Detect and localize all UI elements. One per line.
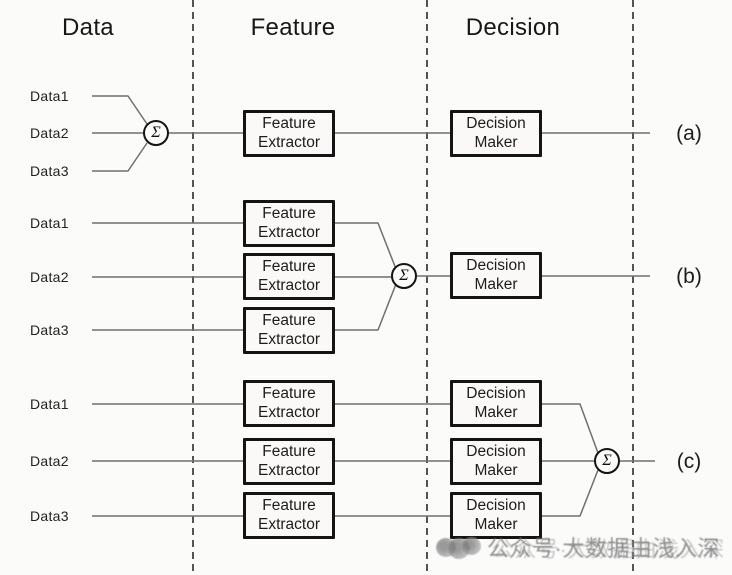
input-label-data1: Data1 <box>30 88 69 104</box>
box-label: Decision <box>466 114 526 132</box>
row-c-connectors <box>92 403 655 517</box>
sigma-symbol: Σ <box>602 452 612 469</box>
row-tag-a: (a) <box>676 122 702 145</box>
box-label: Extractor <box>257 461 320 479</box>
box-label: Maker <box>474 133 518 151</box>
input-label-data1: Data1 <box>30 215 69 231</box>
input-label-data2: Data2 <box>30 125 69 141</box>
row-tag-c: (c) <box>676 450 702 473</box>
feature-extractor-box: Feature Extractor <box>243 110 335 157</box>
box-label: Feature <box>262 257 316 275</box>
row-tag-b: (b) <box>676 265 702 288</box>
input-label-data3: Data3 <box>30 322 69 338</box>
box-label: Extractor <box>257 133 320 151</box>
box-label: Extractor <box>257 515 320 533</box>
decision-maker-box: Decision Maker <box>450 492 542 539</box>
box-label: Decision <box>466 442 526 460</box>
box-label: Feature <box>262 114 316 132</box>
feature-extractor-box: Feature Extractor <box>243 492 335 539</box>
box-label: Decision <box>466 384 526 402</box>
box-label: Maker <box>474 275 518 293</box>
box-label: Decision <box>466 256 526 274</box>
decision-maker-box: Decision Maker <box>450 380 542 427</box>
box-label: Extractor <box>257 403 320 421</box>
row-a-connectors <box>92 95 650 172</box>
column-header-decision: Decision <box>465 14 561 41</box>
row-b-connectors <box>92 222 650 331</box>
box-label: Feature <box>262 311 316 329</box>
decision-maker-box: Decision Maker <box>450 110 542 157</box>
input-label-data1: Data1 <box>30 396 69 412</box>
sigma-symbol: Σ <box>399 267 409 284</box>
box-label: Extractor <box>257 330 320 348</box>
sigma-fusion-node: Σ <box>391 263 417 289</box>
box-label: Feature <box>262 384 316 402</box>
feature-extractor-box: Feature Extractor <box>243 380 335 427</box>
decision-maker-box: Decision Maker <box>450 438 542 485</box>
box-label: Feature <box>262 496 316 514</box>
column-header-data: Data <box>62 14 114 41</box>
sigma-fusion-node: Σ <box>143 120 169 146</box>
box-label: Maker <box>474 403 518 421</box>
input-label-data2: Data2 <box>30 453 69 469</box>
input-label-data3: Data3 <box>30 508 69 524</box>
box-label: Feature <box>262 442 316 460</box>
input-label-data3: Data3 <box>30 163 69 179</box>
feature-extractor-box: Feature Extractor <box>243 200 335 247</box>
input-label-data2: Data2 <box>30 269 69 285</box>
box-label: Maker <box>474 515 518 533</box>
box-label: Feature <box>262 204 316 222</box>
box-label: Maker <box>474 461 518 479</box>
box-label: Extractor <box>257 223 320 241</box>
feature-extractor-box: Feature Extractor <box>243 307 335 354</box>
box-label: Extractor <box>257 276 320 294</box>
sigma-symbol: Σ <box>151 124 161 141</box>
column-header-feature: Feature <box>250 14 336 41</box>
sigma-fusion-node: Σ <box>594 448 620 474</box>
decision-maker-box: Decision Maker <box>450 252 542 299</box>
box-label: Decision <box>466 496 526 514</box>
feature-extractor-box: Feature Extractor <box>243 253 335 300</box>
feature-extractor-box: Feature Extractor <box>243 438 335 485</box>
